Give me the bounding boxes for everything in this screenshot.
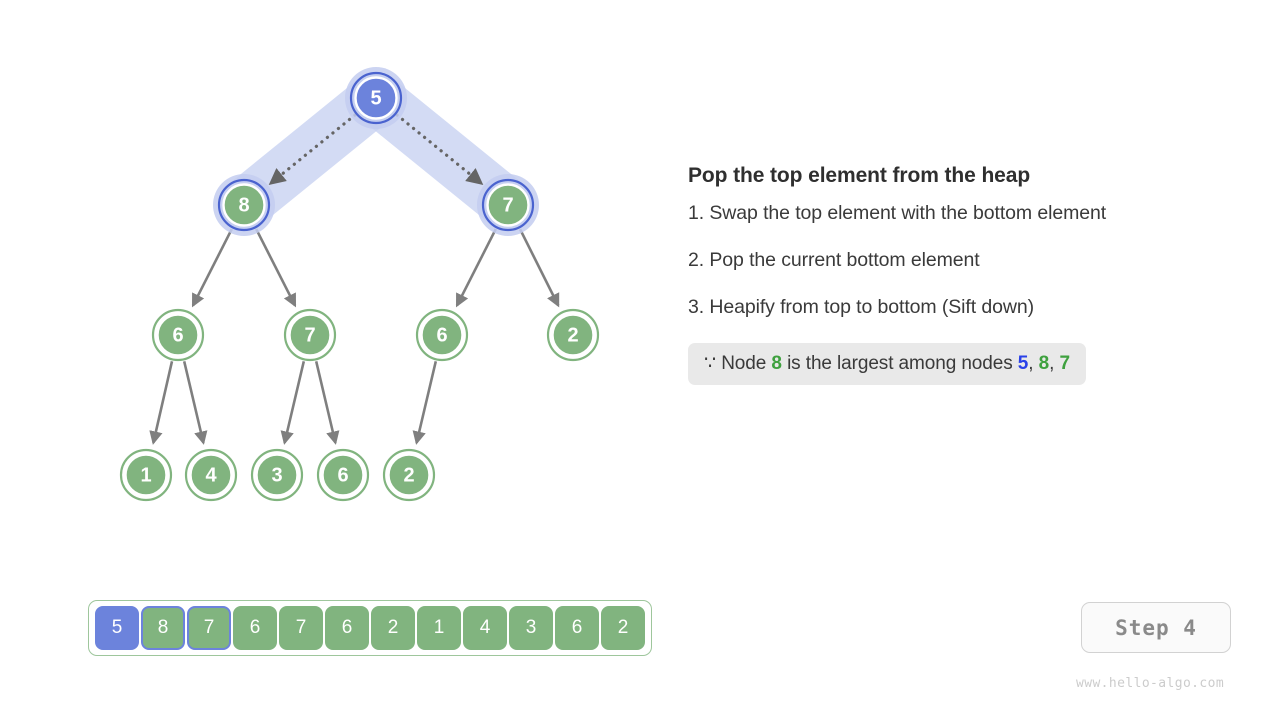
tree-node[interactable]: 7 [477,174,539,236]
tree-node[interactable]: 8 [213,174,275,236]
description-step-1: 1. Swap the top element with the bottom … [688,202,1107,224]
node-value: 8 [238,195,249,217]
page-title: Pop the top element from the heap [688,164,1031,187]
array-cell[interactable]: 7 [279,606,323,650]
node-circle [156,313,200,357]
reason-candidate-1: 8 [1038,353,1050,374]
array-cell[interactable]: 6 [325,606,369,650]
node-outer-ring [119,448,173,502]
tree-node[interactable]: 6 [415,308,469,362]
array-cell[interactable]: 6 [555,606,599,650]
tree-nodes: 5 8 7 6 7 6 2 1 4 3 6 2 [119,67,600,502]
node-value: 7 [502,195,513,217]
node-circle [124,453,168,497]
tree-node[interactable]: 2 [546,308,600,362]
node-outer-ring [382,448,436,502]
node-circle [486,183,530,227]
tree-canvas: 5 8 7 6 7 6 2 1 4 3 6 2 [119,67,600,502]
node-circle [420,313,464,357]
node-outer-ring [415,308,469,362]
tree-node[interactable]: 3 [250,448,304,502]
node-value: 7 [304,325,315,347]
array-cell[interactable]: 7 [187,606,231,650]
because-symbol: ∵ [704,353,716,374]
node-circle [255,453,299,497]
node-value: 6 [172,325,183,347]
array-cell[interactable]: 3 [509,606,553,650]
tree-edge [314,360,340,445]
array-cell[interactable]: 2 [601,606,645,650]
array-cell[interactable]: 6 [233,606,277,650]
watermark: www.hello-algo.com [1076,676,1225,691]
tree-node[interactable]: 1 [119,448,173,502]
node-highlight-ring [217,178,271,232]
tree-edge [191,228,233,308]
node-value: 2 [403,465,414,487]
node-circle [321,453,365,497]
node-outer-ring [250,448,304,502]
node-circle [222,183,266,227]
node-outer-ring [283,308,337,362]
tree-edges [149,228,560,445]
tree-edge [149,361,174,445]
reason-candidate-0: 5 [1017,353,1029,374]
array-cell[interactable]: 2 [371,606,415,650]
node-value: 2 [567,325,578,347]
tree-edge [412,360,438,445]
node-outer-ring [184,448,238,502]
node-circle [288,313,332,357]
binary-tree-diagram: 5 8 7 6 7 6 2 1 4 3 6 2 [0,0,660,560]
tree-node[interactable]: 6 [151,308,205,362]
node-circle [551,313,595,357]
description-step-2: 2. Pop the current bottom element [688,249,980,271]
tree-node[interactable]: 2 [382,448,436,502]
node-value: 4 [205,465,217,487]
reason-comma-0: , [1028,353,1039,374]
reason-prefix: Node [721,353,767,374]
tree-edge [455,228,497,308]
step-button[interactable]: Step 4 [1081,602,1231,653]
node-highlight-ring [349,71,403,125]
description-panel: Pop the top element from the heap 1. Swa… [688,164,1228,385]
tree-node[interactable]: 5 [345,67,407,129]
array-cell[interactable]: 1 [417,606,461,650]
array-cell[interactable]: 8 [141,606,185,650]
array-cell[interactable]: 4 [463,606,507,650]
node-value: 1 [140,465,151,487]
reason-middle: is the largest among nodes [787,353,1013,374]
node-highlight-ring [481,178,535,232]
array-cell[interactable]: 5 [95,606,139,650]
tree-node[interactable]: 7 [283,308,337,362]
node-value: 6 [436,325,447,347]
reason-subject-node: 8 [771,353,782,374]
node-circle [387,453,431,497]
reason-candidate-2: 7 [1059,353,1070,374]
node-value: 6 [337,465,348,487]
tree-edge [182,360,208,445]
node-outer-ring [316,448,370,502]
node-circle [354,76,398,120]
node-value: 3 [271,465,282,487]
reason-comma-1: , [1049,353,1060,374]
tree-edge [280,360,306,445]
reason-callout: ∵ Node 8 is the largest among nodes 5, 8… [688,343,1086,385]
description-step-3: 3. Heapify from top to bottom (Sift down… [688,296,1034,318]
node-outer-ring [151,308,205,362]
tree-edge [518,228,560,308]
node-outer-ring [546,308,600,362]
tree-node[interactable]: 4 [184,448,238,502]
node-circle [189,453,233,497]
tree-edge [255,228,297,308]
tree-node[interactable]: 6 [316,448,370,502]
node-value: 5 [370,88,381,110]
